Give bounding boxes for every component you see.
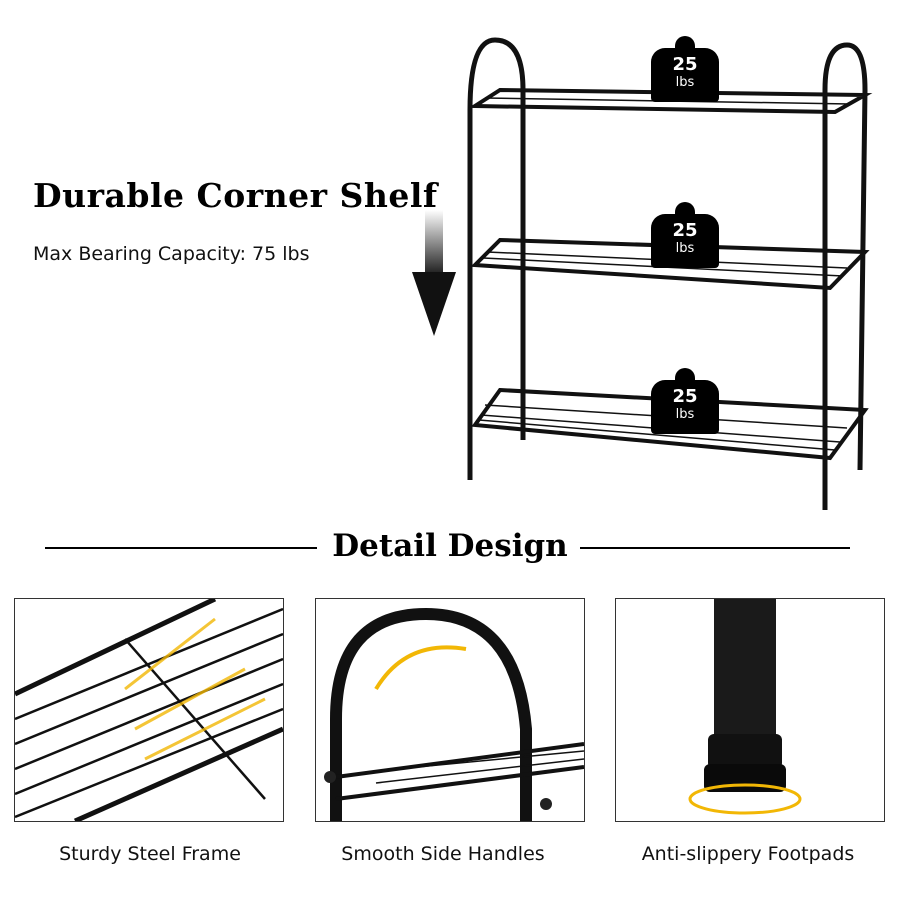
down-arrow-icon [412, 210, 456, 336]
shelf-illustration [467, 37, 873, 510]
weight-badge: 25 lbs [651, 36, 719, 102]
divider-right [578, 547, 850, 549]
caption-steel-frame: Sturdy Steel Frame [59, 843, 241, 865]
product-title: Durable Corner Shelf [33, 176, 438, 215]
weight-badge: 25 lbs [651, 368, 719, 434]
detail-side-handles [315, 598, 585, 822]
detail-footpads [615, 598, 885, 822]
caption-footpads: Anti-slippery Footpads [641, 843, 855, 865]
weight-badge: 25 lbs [651, 202, 719, 268]
capacity-text: Max Bearing Capacity: 75 lbs [33, 243, 310, 265]
divider-left [45, 547, 317, 549]
detail-steel-frame [14, 598, 284, 822]
caption-side-handles: Smooth Side Handles [341, 843, 545, 865]
section-title: Detail Design [320, 528, 580, 564]
